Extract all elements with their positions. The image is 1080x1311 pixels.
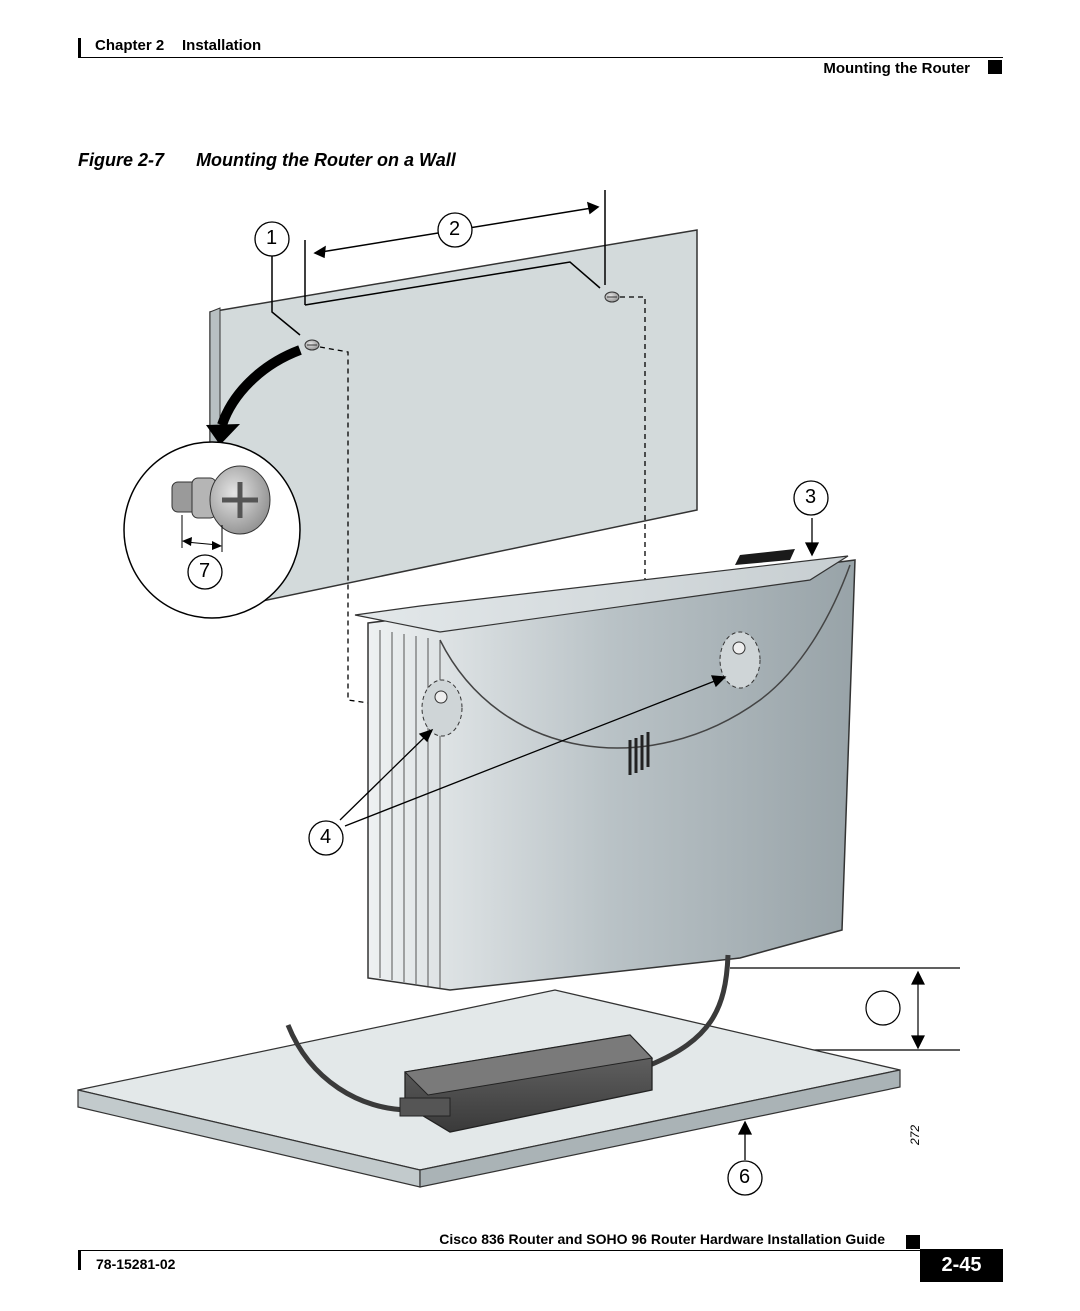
screw-right (604, 291, 620, 303)
callout-circle-7 (187, 554, 223, 590)
callout-4: 4 (320, 826, 332, 848)
footer-right-square (906, 1235, 920, 1249)
screw-detail-circle (123, 441, 301, 619)
callout-6: 6 (739, 1166, 751, 1188)
chapter-title: Installation (182, 37, 262, 54)
power-supply (285, 954, 731, 1133)
footer-left-bar (78, 1250, 81, 1270)
header-right-square (988, 60, 1002, 74)
page-number: 2-45 (920, 1249, 1003, 1282)
callout-circle-3 (793, 480, 829, 516)
router (354, 549, 856, 991)
figure-number: Figure 2-7 (78, 150, 165, 170)
art-id: 272 (908, 1124, 922, 1145)
callout-circle-2 (437, 212, 473, 248)
section-title: Mounting the Router (823, 60, 970, 77)
figure-caption: Figure 2-7 Mounting the Router on a Wall (78, 150, 456, 171)
shelf-pointer (737, 1120, 753, 1160)
footer-rule (78, 1250, 1003, 1251)
callout-circle-4 (308, 820, 344, 856)
header-rule (78, 57, 1003, 58)
doc-number: 78-15281-02 (96, 1256, 176, 1272)
callout-3: 3 (805, 486, 817, 508)
header-left-bar (78, 38, 81, 58)
callout-1: 1 (266, 227, 278, 249)
guide-title: Cisco 836 Router and SOHO 96 Router Hard… (439, 1231, 885, 1247)
zoom-arrow (206, 345, 302, 445)
callout-2: 2 (449, 218, 461, 240)
screw-left (304, 339, 320, 351)
keyhole-pointers (339, 518, 820, 827)
callout-7: 7 (199, 560, 211, 582)
height-dimension (655, 967, 960, 1051)
figure-title: Mounting the Router on a Wall (196, 150, 456, 170)
callout-circle-6 (727, 1160, 763, 1196)
chapter-label: Chapter 2 (95, 37, 165, 54)
callout-circle-1 (254, 221, 290, 257)
